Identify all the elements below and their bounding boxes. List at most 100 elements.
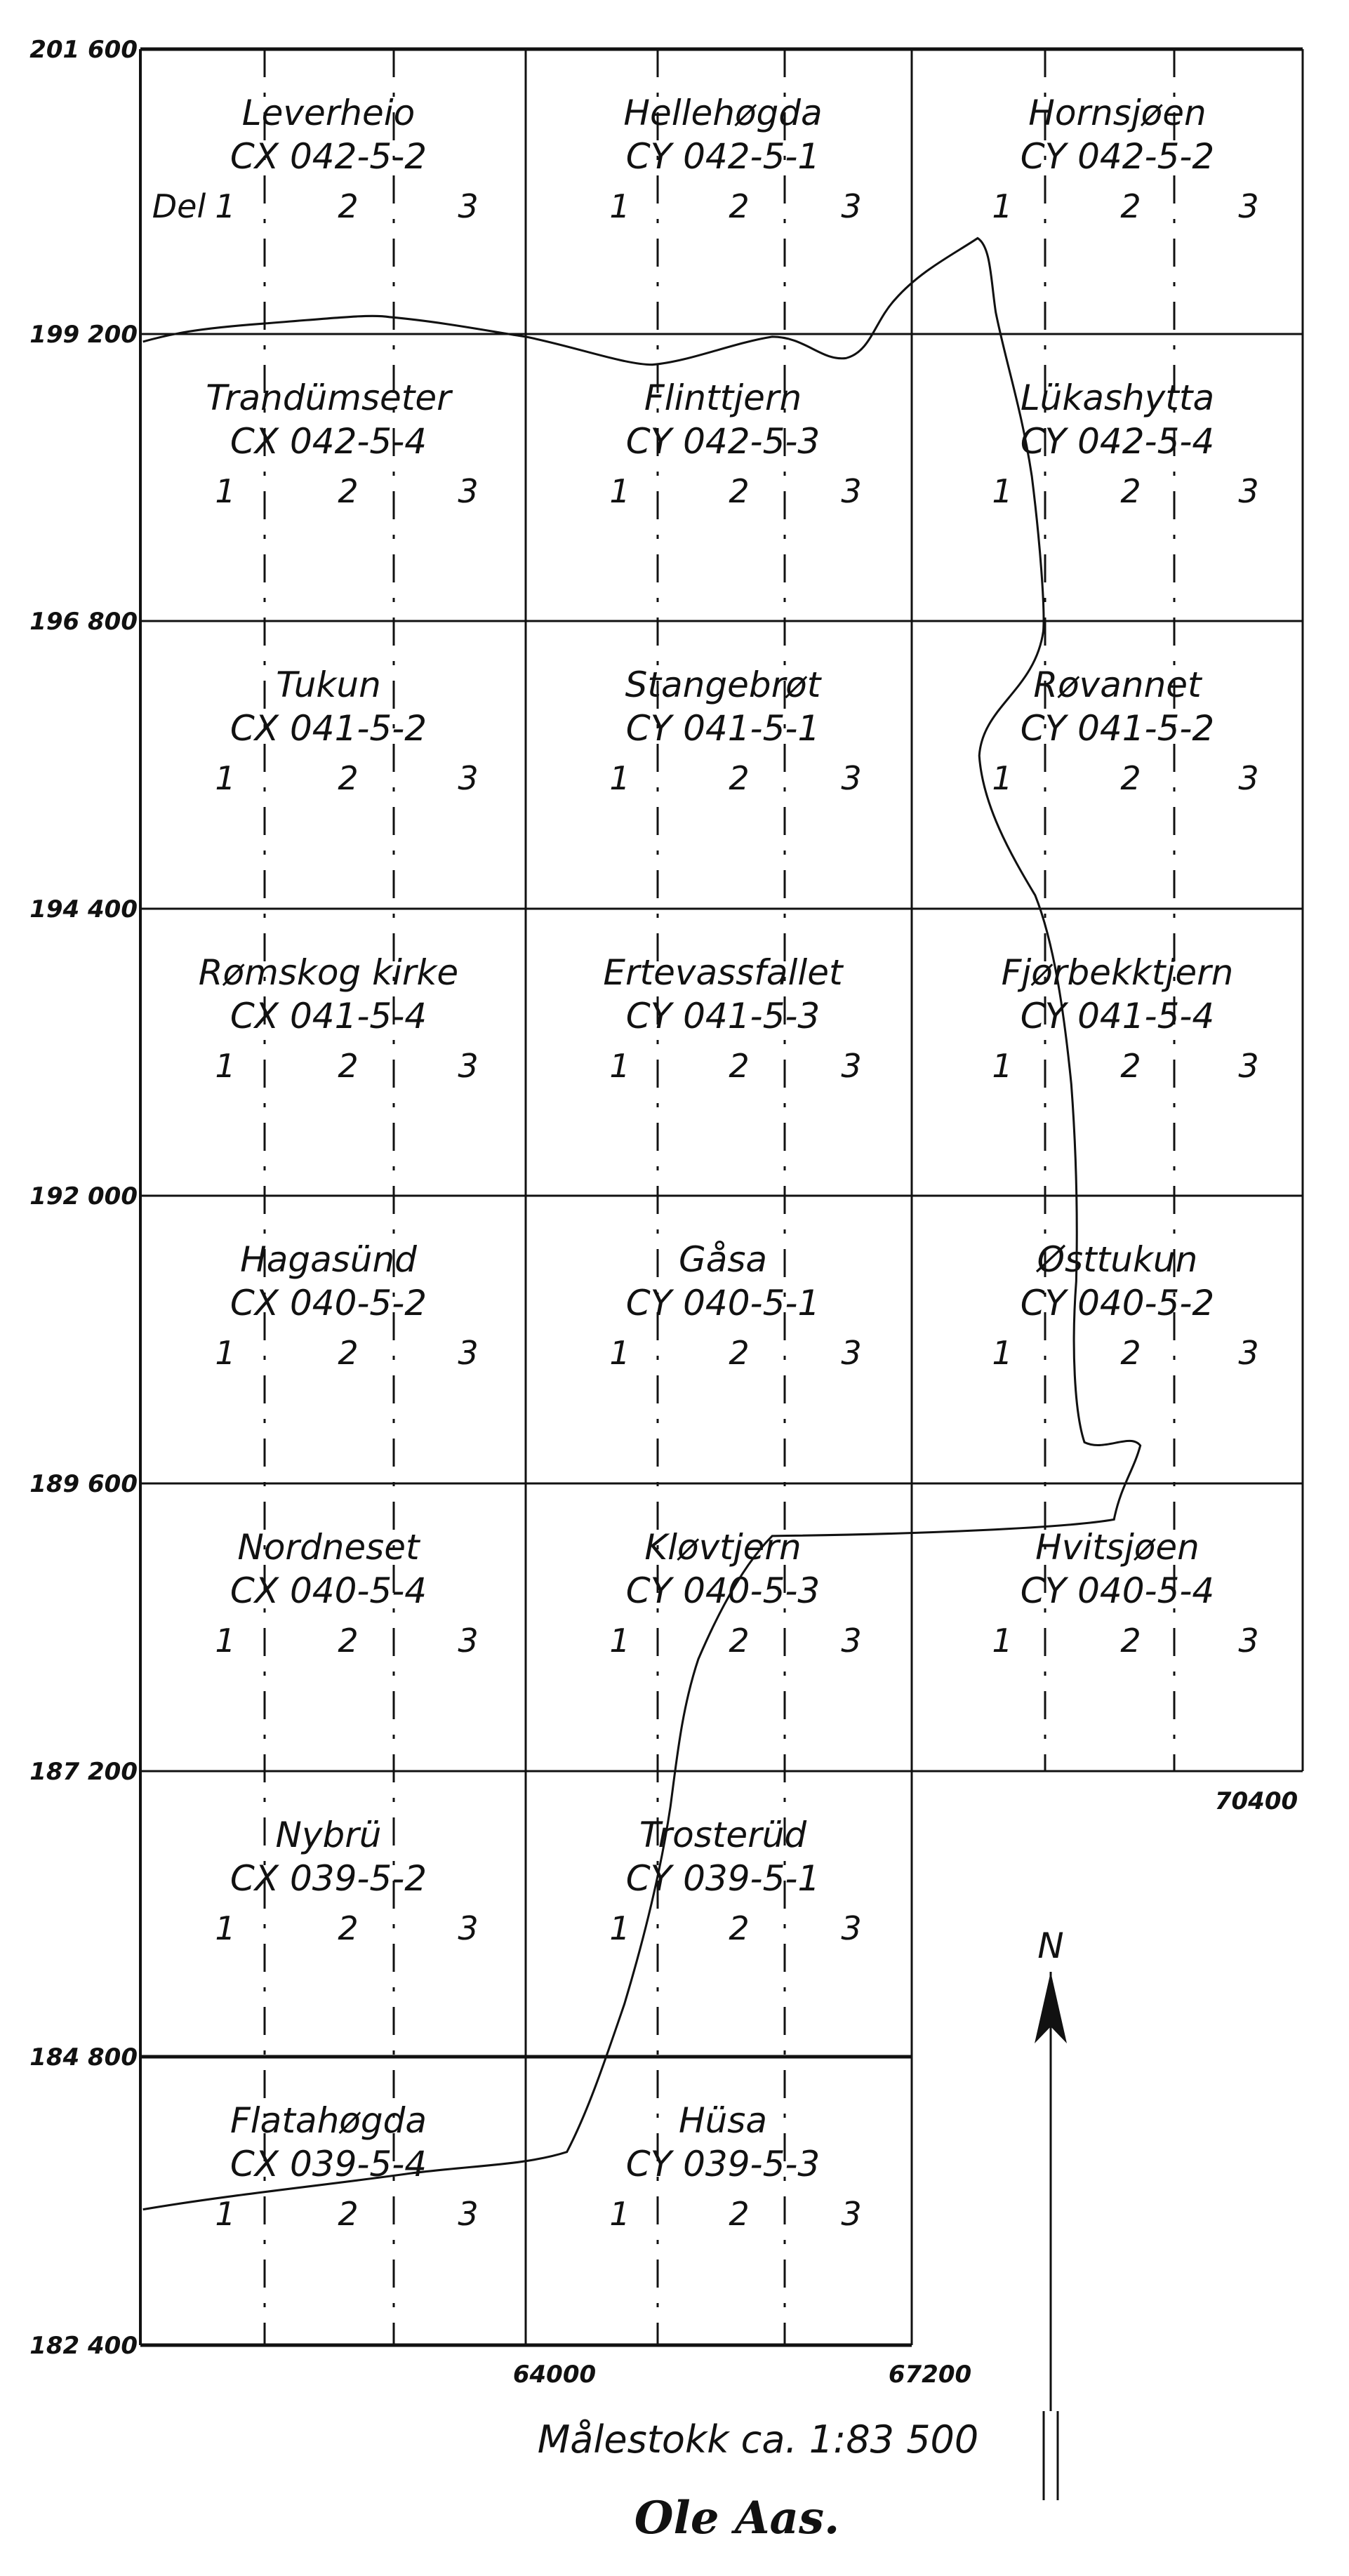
sheet-part-number: 1 xyxy=(215,1622,235,1660)
sheet-part-number: 1 xyxy=(215,2195,235,2233)
sheet-name: Røvannet xyxy=(1033,665,1203,705)
sheet-part-number: 3 xyxy=(841,1622,861,1660)
sheet-code: CY 041-5-2 xyxy=(1021,708,1215,749)
sheet-part-number: 2 xyxy=(729,187,749,225)
easting-label: 64000 xyxy=(513,2361,596,2389)
sheet-part-number: 1 xyxy=(215,1909,235,1947)
sheet-code: CY 040-5-2 xyxy=(1021,1283,1215,1323)
northing-label: 184 800 xyxy=(29,2043,138,2071)
sheet-part-number: 1 xyxy=(215,187,235,225)
northing-label: 189 600 xyxy=(29,1470,138,1498)
sheet-code: CY 039-5-3 xyxy=(626,2144,820,2184)
sheet-name: Stangebrøt xyxy=(625,665,823,705)
sheet-part-number: 1 xyxy=(609,1047,630,1085)
scale-text: Målestokk ca. 1:83 500 xyxy=(538,2417,979,2462)
sheet-part-number: 3 xyxy=(458,2195,478,2233)
sheet-part-number: 1 xyxy=(215,472,235,510)
sheet-part-number: 3 xyxy=(458,1622,478,1660)
sheet-part-number: 3 xyxy=(458,472,478,510)
sheet-part-number: 2 xyxy=(338,1047,358,1085)
sheet-part-number: 1 xyxy=(609,1622,630,1660)
sheet-part-number: 2 xyxy=(729,472,749,510)
sheet-part-number: 1 xyxy=(992,1334,1012,1372)
sheet-code: CY 042-5-2 xyxy=(1021,136,1215,177)
sheet-part-number: 1 xyxy=(992,187,1012,225)
sheet-part-number: 1 xyxy=(992,1622,1012,1660)
sheet-part-number: 1 xyxy=(992,759,1012,797)
sheet-part-number: 3 xyxy=(1238,1047,1258,1085)
northing-label: 182 400 xyxy=(29,2332,138,2360)
sheet-part-number: 2 xyxy=(1120,472,1141,510)
sheet-code: CX 041-5-2 xyxy=(230,708,427,749)
sheet-part-number: 1 xyxy=(215,759,235,797)
sheet-code: CY 041-5-1 xyxy=(626,708,820,749)
grid-lines xyxy=(139,47,1304,2347)
sheet-name: Rømskog kirke xyxy=(199,952,458,993)
sheet-name: Hagasünd xyxy=(240,1239,417,1280)
sheet-part-number: 1 xyxy=(215,1047,235,1085)
sheet-name: Fjørbekktjern xyxy=(1002,952,1234,993)
northing-label: 196 800 xyxy=(29,608,138,636)
sheet-code: CX 042-5-4 xyxy=(230,421,427,462)
northing-label: 187 200 xyxy=(29,1758,138,1786)
sheet-code: CX 040-5-2 xyxy=(230,1283,427,1323)
sheet-part-number: 3 xyxy=(458,1047,478,1085)
sheet-part-number: 1 xyxy=(609,187,630,225)
arrowhead-icon xyxy=(1035,1972,1067,2043)
sheet-part-number: 3 xyxy=(458,187,478,225)
sheet-part-number: 2 xyxy=(1120,187,1141,225)
sheet-part-number: 2 xyxy=(338,472,358,510)
sheet-name: Nordneset xyxy=(237,1527,421,1568)
easting-label: 67200 xyxy=(889,2361,971,2389)
sheet-code: CY 041-5-4 xyxy=(1021,996,1215,1036)
sheet-part-number: 2 xyxy=(729,1334,749,1372)
sheet-name: Hellehøgda xyxy=(623,93,822,133)
sheet-code: CY 040-5-4 xyxy=(1021,1570,1215,1611)
del-label: Del xyxy=(152,187,206,225)
sheet-part-number: 3 xyxy=(458,759,478,797)
sheet-part-number: 3 xyxy=(841,1909,861,1947)
sheet-part-number: 2 xyxy=(338,1622,358,1660)
sheet-code: CY 042-5-1 xyxy=(626,136,820,177)
sheet-part-number: 2 xyxy=(729,1909,749,1947)
sheet-part-number: 3 xyxy=(1238,472,1258,510)
sheet-name: Hornsjøen xyxy=(1028,93,1206,133)
sheet-name: Kløvtjern xyxy=(644,1527,801,1568)
sheet-part-number: 3 xyxy=(841,2195,861,2233)
sheet-part-number: 2 xyxy=(338,759,358,797)
sheet-part-number: 2 xyxy=(338,2195,358,2233)
sheet-name: Nybrü xyxy=(276,1815,382,1855)
sheet-name: Flatahøgda xyxy=(230,2100,427,2141)
sheet-part-number: 2 xyxy=(1120,1334,1141,1372)
sheet-name: Tukun xyxy=(276,665,381,705)
sheet-part-number: 1 xyxy=(992,472,1012,510)
sheet-part-number: 3 xyxy=(841,472,861,510)
sheet-part-number: 2 xyxy=(1120,1622,1141,1660)
sheet-part-number: 1 xyxy=(609,1334,630,1372)
sheet-part-number: 1 xyxy=(609,2195,630,2233)
